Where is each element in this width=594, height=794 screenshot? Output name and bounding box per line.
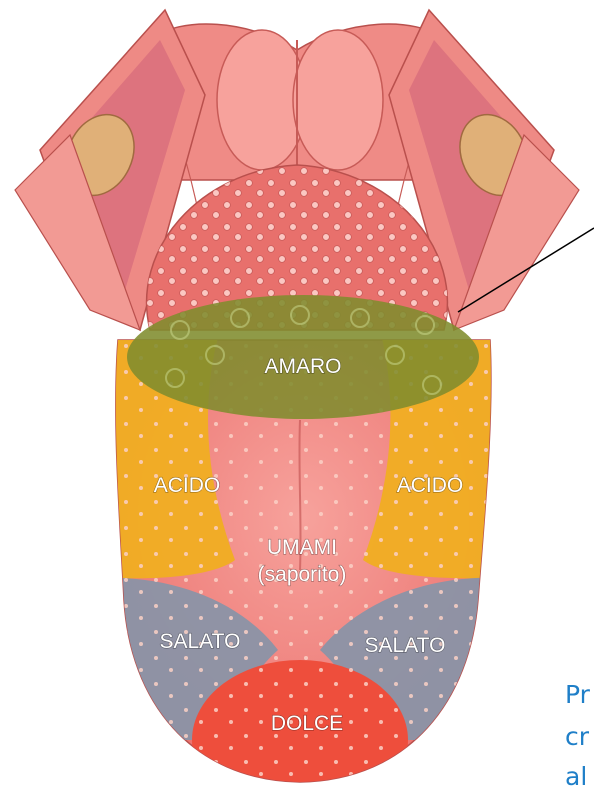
side-caption-line-2: cr <box>565 720 589 754</box>
side-caption-line-3: al <box>565 760 587 794</box>
label-umami: UMAMI <box>267 536 337 559</box>
label-umami-sub: (saporito) <box>258 563 347 586</box>
label-salato-left: SALATO <box>160 630 241 653</box>
label-acido-left: ACIDO <box>154 474 221 497</box>
label-amaro: AMARO <box>264 355 341 378</box>
label-dolce: DOLCE <box>271 712 343 735</box>
side-caption-line-1: Pr <box>565 678 590 712</box>
label-acido-right: ACIDO <box>397 474 464 497</box>
label-salato-right: SALATO <box>365 634 446 657</box>
